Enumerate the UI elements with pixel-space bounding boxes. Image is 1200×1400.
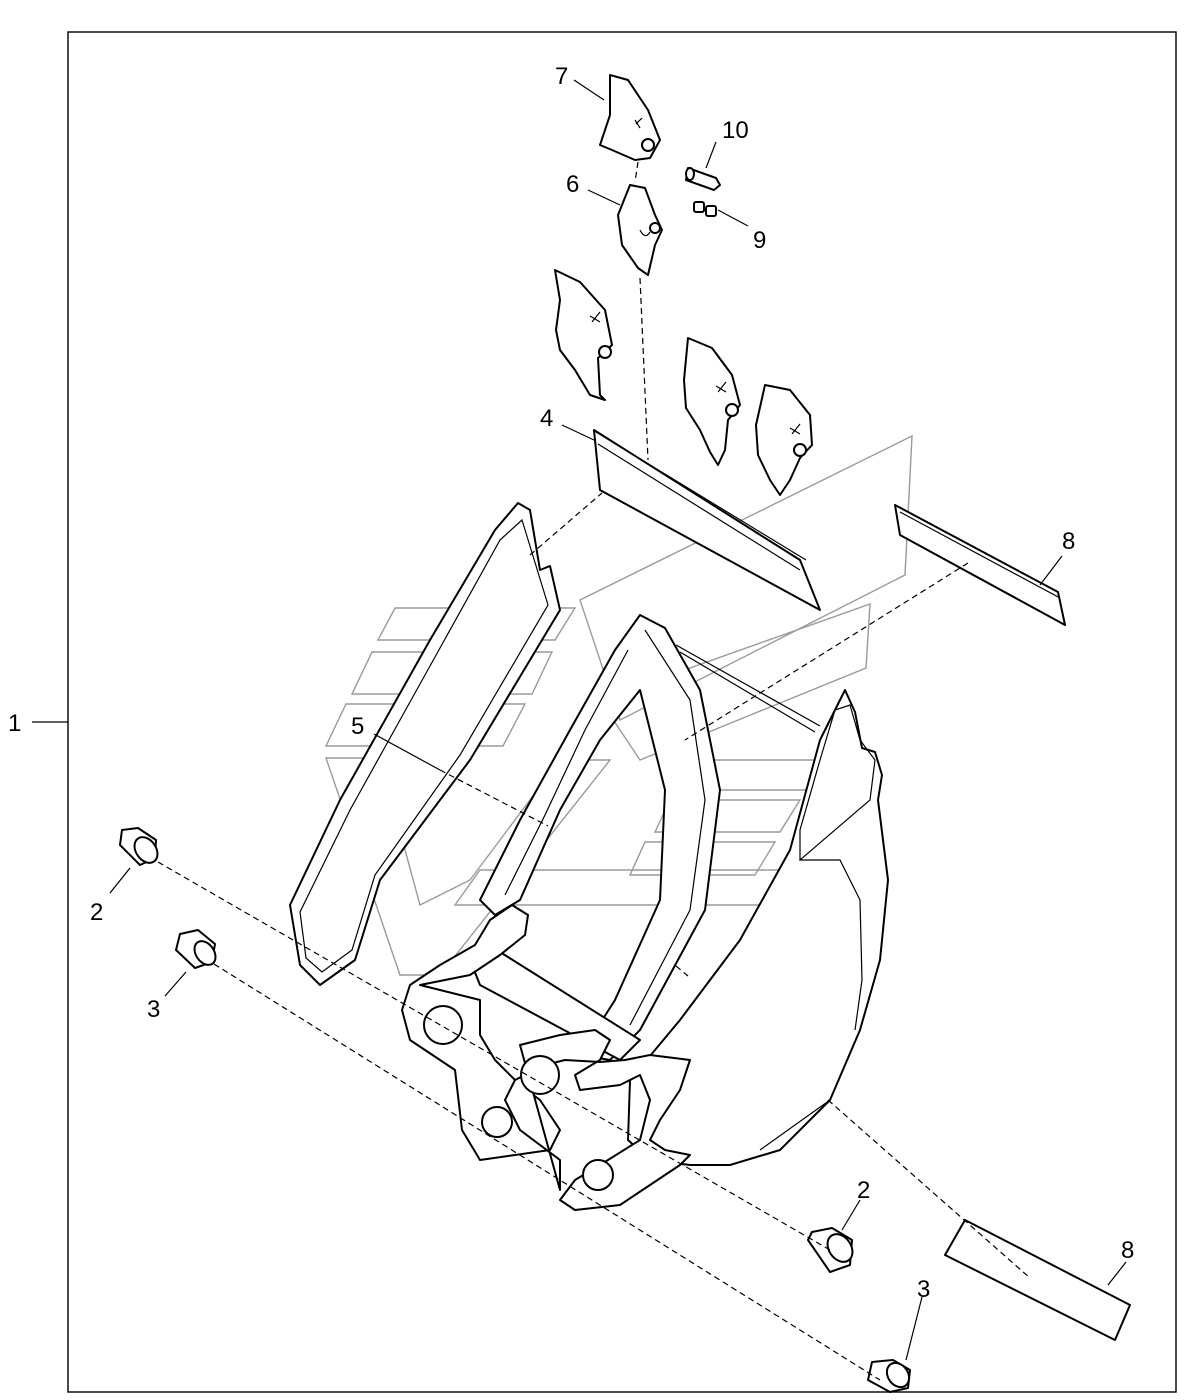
callout-5: 5: [351, 713, 364, 740]
part-4-cutting-edge: [593, 429, 821, 611]
callout-9: 9: [753, 227, 766, 254]
callout-4: 4: [540, 405, 553, 432]
part-8-side-cutter-upper: [894, 504, 1066, 626]
part-8-side-cutter-lower: [944, 1219, 1131, 1341]
callout-3-lower: 3: [917, 1276, 930, 1303]
part-3-bushing-lower: [867, 1359, 911, 1393]
tooth-assembly-right: [755, 384, 813, 496]
part-9-pin-retainer: [693, 201, 717, 217]
assembly-dashed-lines: [157, 161, 1031, 1381]
callout-1: 1: [8, 710, 21, 737]
part-2-bushing-upper: [119, 827, 159, 866]
tooth-assembly-middle: [683, 337, 741, 466]
part-3-bushing-upper: [175, 929, 217, 969]
callout-10: 10: [722, 117, 749, 144]
callout-8-upper: 8: [1062, 528, 1075, 555]
bucket-body: [289, 502, 889, 1211]
part-2-bushing-lower: [807, 1227, 854, 1273]
part-7-tooth-point: [599, 74, 661, 161]
callout-leaders: [109, 79, 1127, 1361]
bucket-right-side-plate: [627, 689, 889, 1166]
callout-2-lower: 2: [857, 1177, 870, 1204]
callout-2-upper: 2: [90, 899, 103, 926]
callout-7: 7: [555, 63, 568, 90]
bucket-shell: [479, 614, 721, 1061]
callout-6: 6: [566, 171, 579, 198]
callout-8-lower: 8: [1121, 1237, 1134, 1264]
bucket-left-side-plate: [289, 502, 561, 986]
part-10-tooth-pin: [685, 167, 721, 191]
diagram-frame: [67, 31, 1177, 1393]
tooth-assembly-left: [554, 269, 613, 401]
part-6-adapter: [617, 184, 663, 276]
callout-3-upper: 3: [147, 996, 160, 1023]
